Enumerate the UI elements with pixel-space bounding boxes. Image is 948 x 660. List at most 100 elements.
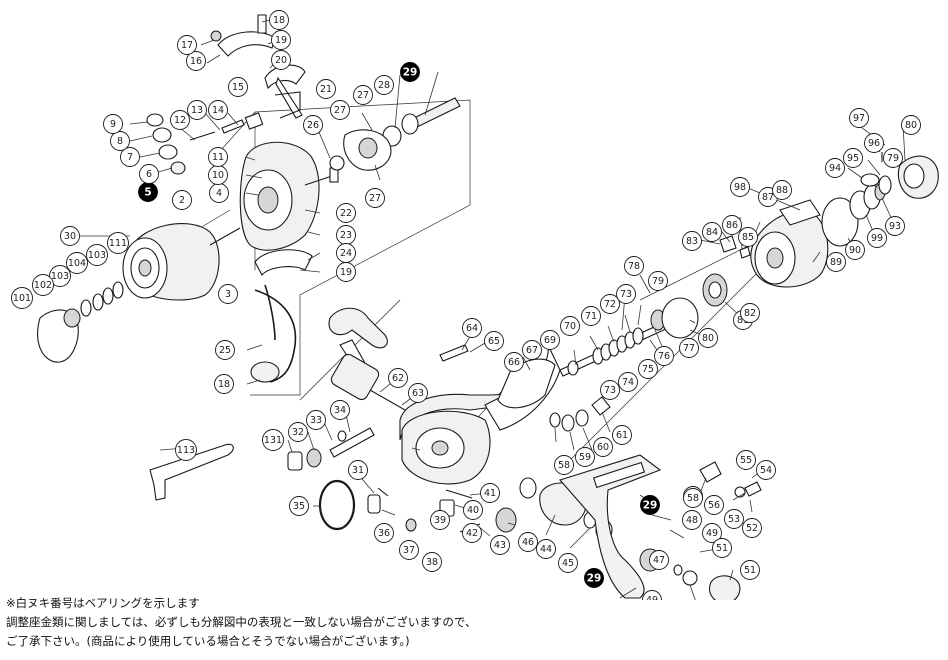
part-callout-number: 26 bbox=[307, 120, 319, 131]
part-callout-circle bbox=[522, 340, 542, 360]
part-callout-51: 51 bbox=[740, 560, 760, 580]
part-callout-number: 72 bbox=[604, 299, 616, 310]
parts-line-art bbox=[37, 14, 939, 600]
part-callout-circle bbox=[288, 422, 308, 442]
part-callout-number: 45 bbox=[562, 558, 574, 569]
part-callout-circle bbox=[642, 590, 662, 600]
part-callout-number: 101 bbox=[13, 293, 31, 304]
note-usage-disclaimer: ご了承下さい。(商品により使用している場合とそうでない場合がございます。) bbox=[6, 634, 410, 648]
part-callout-number: 5 bbox=[144, 187, 151, 199]
part-callout-number: 78 bbox=[628, 261, 640, 272]
part-callout-circle bbox=[462, 523, 482, 543]
part-callout-number: 41 bbox=[484, 488, 496, 499]
note-washer-disclaimer: 調整座金類に関しましては、必ずしも分解図中の表現と一致しない場合がございますので… bbox=[6, 615, 477, 629]
part-callout-103: 103 bbox=[86, 244, 108, 266]
part-callout-circle bbox=[845, 240, 865, 260]
part-callout-circle bbox=[316, 79, 336, 99]
part-callout-32: 32 bbox=[288, 422, 308, 442]
part-callout-113: 113 bbox=[175, 439, 197, 461]
part-callout-number: 93 bbox=[889, 221, 901, 232]
part-callout-5: 5 bbox=[138, 182, 158, 202]
part-callout-circle bbox=[558, 553, 578, 573]
part-callout-number: 51 bbox=[716, 543, 728, 554]
part-callout-35: 35 bbox=[289, 496, 309, 516]
part-callout-76: 76 bbox=[654, 346, 674, 366]
part-callout-14: 14 bbox=[208, 100, 228, 120]
part-callout-number: 35 bbox=[293, 501, 305, 512]
part-callout-131: 131 bbox=[262, 429, 284, 451]
part-callout-7: 7 bbox=[120, 147, 140, 167]
part-callout-number: 56 bbox=[708, 500, 720, 511]
part-callout-number: 14 bbox=[212, 105, 224, 116]
part-callout-circle bbox=[722, 215, 742, 235]
part-callout-circle bbox=[593, 437, 613, 457]
part-callout-21: 21 bbox=[316, 79, 336, 99]
part-callout-circle bbox=[463, 500, 483, 520]
part-callout-89: 89 bbox=[826, 252, 846, 272]
part-callout-circle bbox=[901, 115, 921, 135]
part-callout-74: 74 bbox=[618, 372, 638, 392]
part-callout-number: 87 bbox=[762, 192, 774, 203]
part-callout-number: 61 bbox=[616, 430, 628, 441]
part-callout-number: 51 bbox=[744, 565, 756, 576]
part-callout-46: 46 bbox=[518, 532, 538, 552]
part-callout-number: 58 bbox=[687, 493, 699, 504]
part-callout-18: 18 bbox=[269, 10, 289, 30]
part-callout-number: 34 bbox=[334, 405, 346, 416]
rotor-arm-24 bbox=[254, 249, 313, 276]
part-callout-number: 84 bbox=[706, 227, 718, 238]
part-callout-67: 67 bbox=[522, 340, 542, 360]
part-callout-circle bbox=[885, 216, 905, 236]
part-callout-circle bbox=[536, 539, 556, 559]
part-callout-circle bbox=[306, 410, 326, 430]
part-callout-number: 31 bbox=[352, 465, 364, 476]
part-callout-29: 29 bbox=[584, 568, 604, 588]
part-callout-number: 66 bbox=[508, 357, 520, 368]
part-callout-number: 55 bbox=[740, 455, 752, 466]
part-callout-circle bbox=[682, 231, 702, 251]
part-callout-circle bbox=[702, 523, 722, 543]
part-callout-85: 85 bbox=[738, 227, 758, 247]
part-callout-84: 84 bbox=[702, 222, 722, 242]
part-callout-circle bbox=[612, 425, 632, 445]
part-callout-2: 2 bbox=[172, 190, 192, 210]
part-callout-19: 19 bbox=[336, 262, 356, 282]
part-callout-number: 40 bbox=[467, 505, 479, 516]
part-callout-number: 104 bbox=[68, 258, 86, 269]
part-callout-16: 16 bbox=[186, 51, 206, 71]
part-callout-111: 111 bbox=[107, 232, 129, 254]
part-callout-circle bbox=[849, 108, 869, 128]
part-callout-18: 18 bbox=[214, 374, 234, 394]
part-callout-number: 29 bbox=[403, 67, 418, 79]
part-callout-number: 27 bbox=[334, 105, 346, 116]
part-callout-number: 111 bbox=[109, 238, 127, 249]
handle-knob bbox=[328, 307, 388, 349]
part-callout-number: 54 bbox=[760, 465, 772, 476]
part-callout-6: 6 bbox=[139, 164, 159, 184]
part-callout-circle bbox=[867, 228, 887, 248]
o-ring bbox=[318, 479, 356, 531]
part-callout-number: 71 bbox=[585, 311, 597, 322]
part-callout-78: 78 bbox=[624, 256, 644, 276]
part-callout-12: 12 bbox=[170, 110, 190, 130]
part-callout-23: 23 bbox=[336, 225, 356, 245]
part-callout-circle bbox=[825, 158, 845, 178]
part-callout-97: 97 bbox=[849, 108, 869, 128]
part-callout-circle bbox=[353, 85, 373, 105]
part-callout-27: 27 bbox=[330, 100, 350, 120]
part-callout-circle bbox=[704, 495, 724, 515]
part-callout-circle bbox=[826, 252, 846, 272]
part-callout-circle bbox=[772, 180, 792, 200]
part-callout-number: 13 bbox=[191, 105, 203, 116]
part-callout-circle bbox=[170, 110, 190, 130]
part-callout-48: 48 bbox=[682, 510, 702, 530]
part-callout-80: 80 bbox=[901, 115, 921, 135]
part-callout-41: 41 bbox=[480, 483, 500, 503]
part-callout-circle bbox=[554, 455, 574, 475]
part-callout-80: 80 bbox=[698, 328, 718, 348]
screw-18-top bbox=[257, 14, 267, 34]
part-callout-26: 26 bbox=[303, 115, 323, 135]
part-callout-circle bbox=[303, 115, 323, 135]
part-callout-number: 48 bbox=[686, 515, 698, 526]
part-callout-86: 86 bbox=[722, 215, 742, 235]
